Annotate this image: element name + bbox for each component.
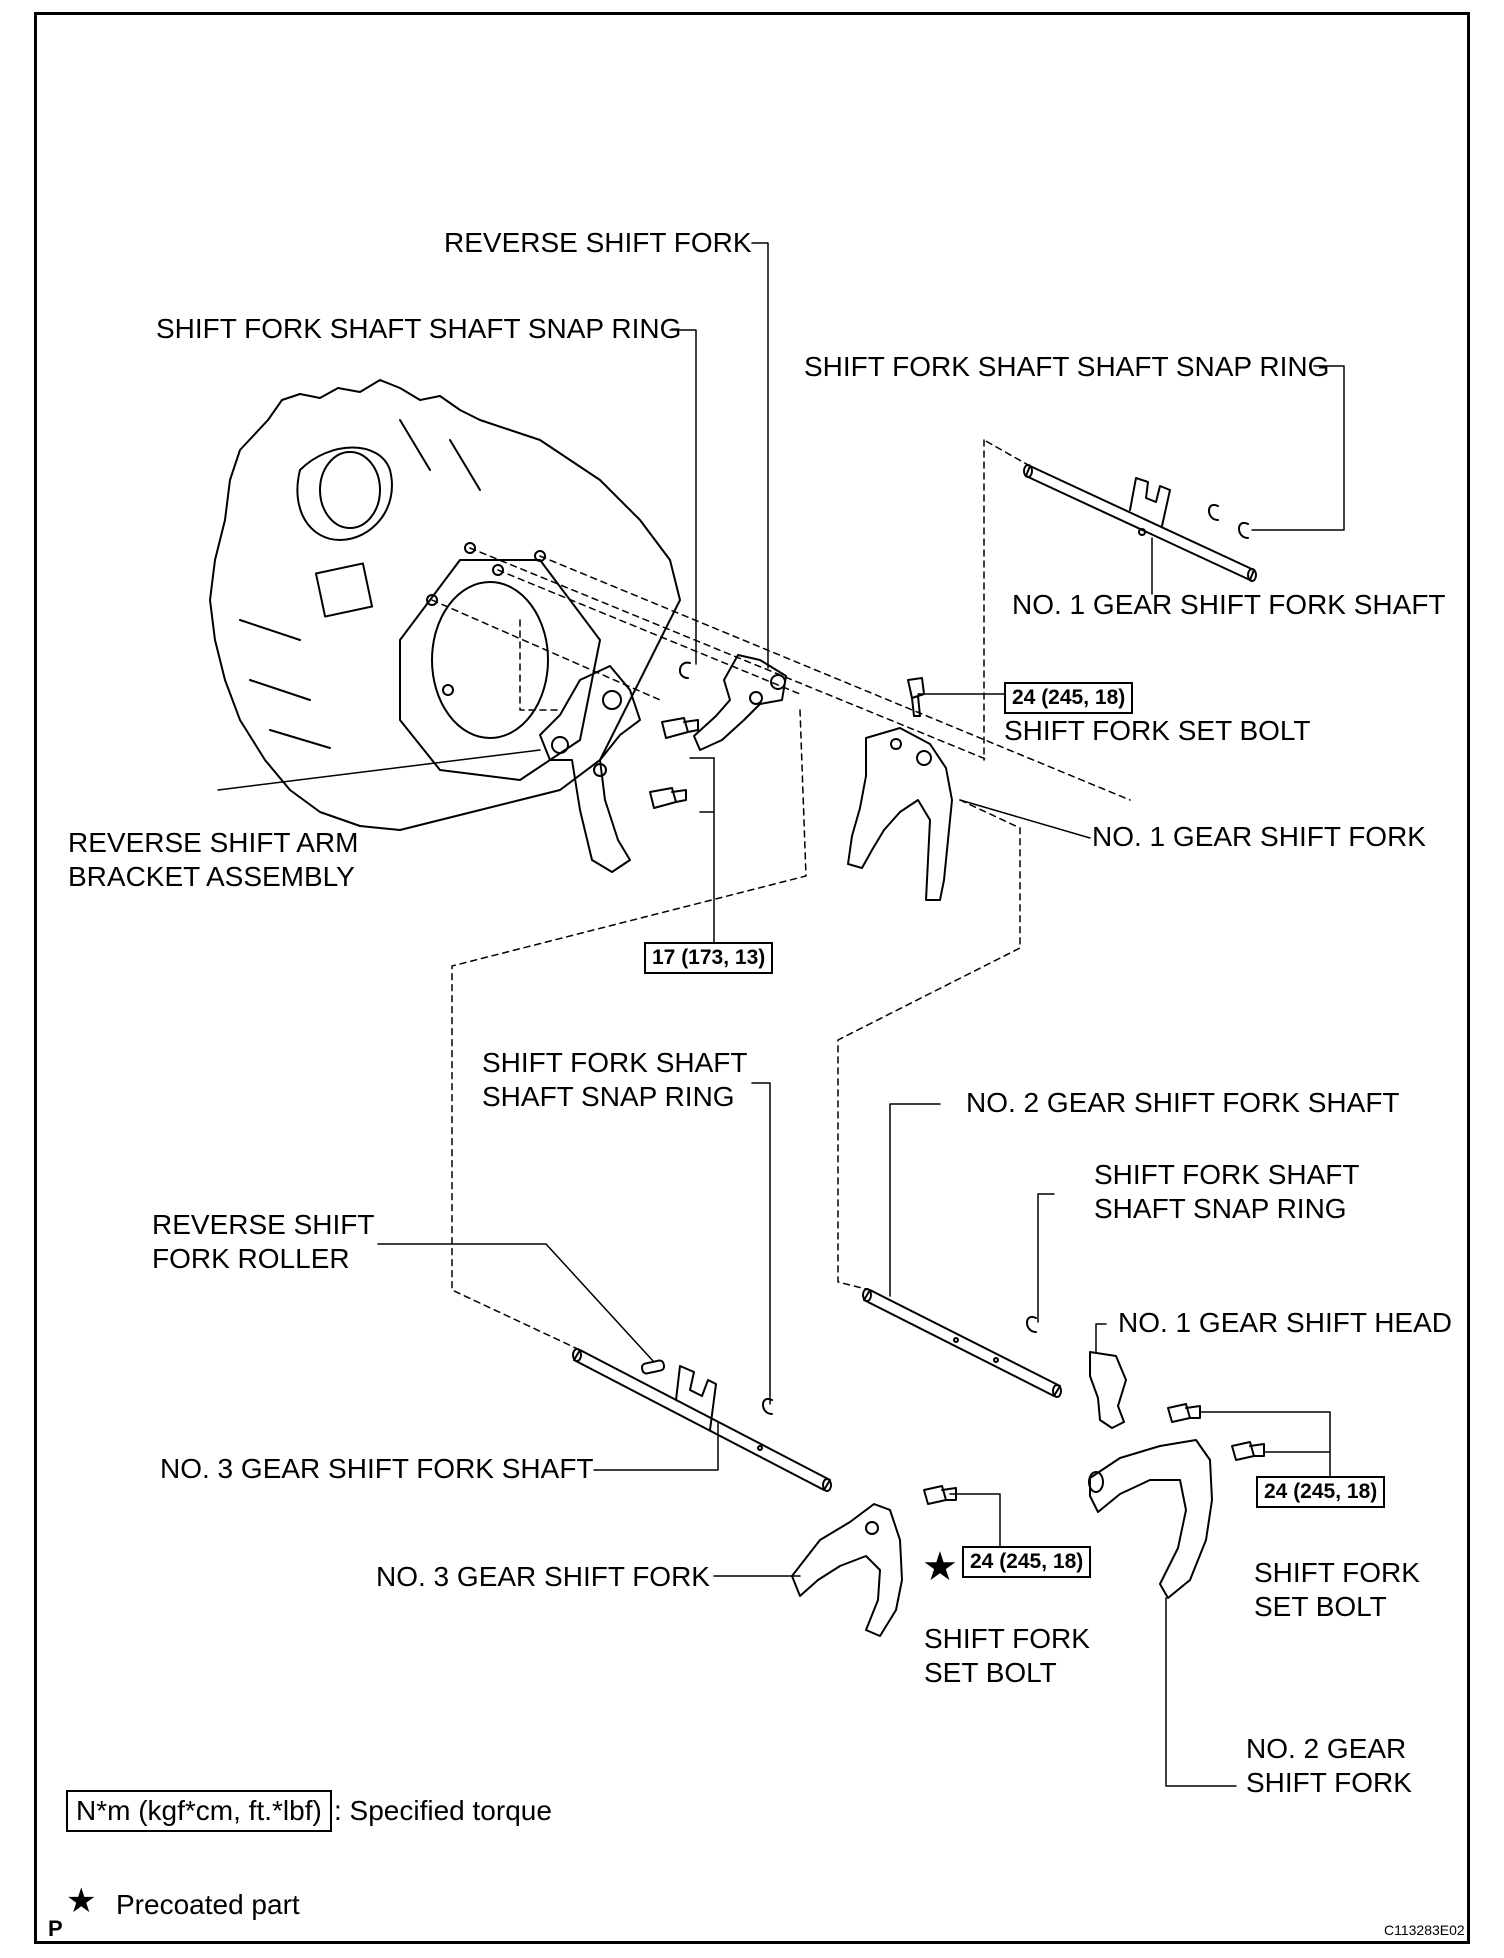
set-bolt-mid-drawing [923,1485,957,1505]
legend-precoat-text: Precoated part [116,1889,300,1920]
reverse-shift-fork-drawing [693,654,787,751]
torque-top: 24 (245, 18) [1004,682,1134,714]
label-no2-gear-shift-fork-line1: NO. 2 GEAR [1246,1733,1407,1764]
label-set-bolt-right-line1: SHIFT FORK [1254,1557,1420,1588]
label-no3-gear-shift-fork: NO. 3 GEAR SHIFT FORK [376,1561,710,1592]
no1-gear-shift-head-drawing [1089,1351,1127,1429]
no1-gear-shift-fork-drawing [847,727,953,901]
shift-fork-set-bolt-top-drawing [907,677,925,717]
legend-unit-text: : Specified torque [334,1795,552,1826]
set-bolt-right-a [1167,1403,1201,1423]
label-snap-ring-right-line1: SHIFT FORK SHAFT [1094,1159,1360,1190]
diagram-frame [34,12,1470,1944]
label-snap-ring-right-line2: SHAFT SNAP RING [1094,1193,1347,1224]
label-reverse-roller-line2: FORK ROLLER [152,1243,350,1274]
reverse-shift-arm-bracket-drawing [539,665,641,873]
label-snap-ring-mid-line1: SHIFT FORK SHAFT [482,1047,748,1078]
torque-no3-fork: 24 (245, 18) [962,1546,1092,1578]
label-set-bolt-mid-line2: SET BOLT [924,1657,1057,1688]
no3-gear-shift-fork-drawing [791,1503,903,1637]
legend-unit-box: N*m (kgf*cm, ft.*lbf) [66,1790,332,1832]
label-no2-gear-shift-fork-line2: SHIFT FORK [1246,1767,1412,1798]
reverse-shift-fork-roller-drawing [640,1359,666,1375]
label-no3-gear-shift-fork-shaft: NO. 3 GEAR SHIFT FORK SHAFT [160,1453,594,1484]
precoat-star-icon: ★ [922,1544,958,1590]
page-marker: P [48,1916,63,1941]
label-no2-gear-shift-fork-shaft: NO. 2 GEAR SHIFT FORK SHAFT [966,1087,1400,1118]
label-reverse-roller-line1: REVERSE SHIFT [152,1209,375,1240]
torque-reverse-bracket: 17 (173, 13) [644,942,774,974]
label-snap-ring-top-right: SHIFT FORK SHAFT SHAFT SNAP RING [804,351,1330,382]
no2-gear-shift-fork-shaft-drawing [862,1288,1062,1398]
label-snap-ring-mid-line2: SHAFT SNAP RING [482,1081,735,1112]
legend-precoat-icon: ★ [66,1882,97,1920]
label-snap-ring-top-left: SHIFT FORK SHAFT SHAFT SNAP RING [156,313,682,344]
transmission-case [209,379,681,831]
snap-ring-top-right-b [1238,521,1249,539]
label-reverse-shift-fork: REVERSE SHIFT FORK [444,227,752,258]
snap-ring-top-right-a [1208,503,1219,521]
label-no1-gear-shift-fork-shaft: NO. 1 GEAR SHIFT FORK SHAFT [1012,589,1446,620]
alignment-lines [431,439,1131,1351]
label-reverse-shift-arm-line2: BRACKET ASSEMBLY [68,861,355,892]
no2-gear-shift-fork-drawing [1088,1439,1213,1599]
leader-lines [217,242,1345,1787]
label-set-bolt-mid-line1: SHIFT FORK [924,1623,1090,1654]
snap-ring-right-drawing [1026,1315,1037,1333]
snap-ring-top-left-drawing [679,661,691,679]
set-bolt-right-b [1231,1441,1265,1461]
label-set-bolt-right-line2: SET BOLT [1254,1591,1387,1622]
label-no1-gear-shift-head: NO. 1 GEAR SHIFT HEAD [1118,1307,1452,1338]
torque-no2-fork: 24 (245, 18) [1256,1476,1386,1508]
label-reverse-shift-arm-line1: REVERSE SHIFT ARM [68,827,359,858]
label-no1-gear-shift-fork: NO. 1 GEAR SHIFT FORK [1092,821,1426,852]
label-shift-fork-set-bolt-top: SHIFT FORK SET BOLT [1004,715,1311,746]
bracket-bolts [649,717,699,809]
no1-gear-shift-fork-shaft-drawing [1023,464,1257,582]
figure-code: C113283E02 [1384,1922,1465,1938]
